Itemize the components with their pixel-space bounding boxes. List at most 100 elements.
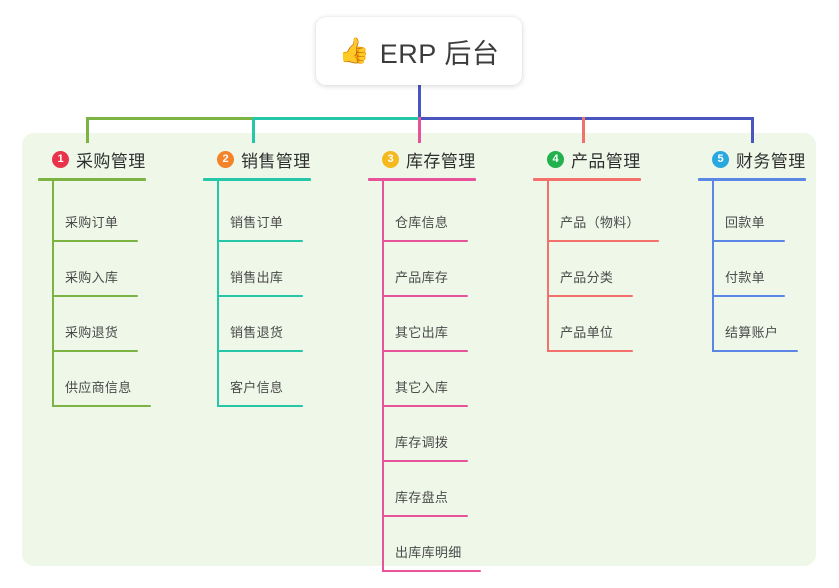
branch-item[interactable]: 其它入库 (368, 352, 516, 407)
branch-column-4: 4 产品管理产品（物料） 产品分类产品单位 (533, 146, 681, 352)
branch-item[interactable]: 付款单 (698, 242, 839, 297)
branch-item-rule (382, 295, 468, 297)
branch-spine-2 (217, 181, 219, 407)
branch-item-label: 结算账户 (725, 325, 779, 340)
branch-spine-4 (547, 181, 549, 352)
branch-item-label: 产品单位 (560, 325, 614, 340)
branch-header-3[interactable]: 3 库存管理 (368, 146, 516, 172)
branch-items-1: 采购订单采购入库采购退货供应商信息 (38, 181, 186, 407)
branch-items-5: 回款单付款单结算账户 (698, 181, 839, 352)
branch-item-label: 销售订单 (230, 215, 284, 230)
branch-item-label: 出库库明细 (395, 545, 462, 560)
branch-item[interactable]: 库存盘点 (368, 462, 516, 517)
branch-item-rule (52, 350, 138, 352)
branch-item[interactable]: 结算账户 (698, 297, 839, 352)
branch-item-rule (217, 295, 303, 297)
branch-item[interactable]: 其它出库 (368, 297, 516, 352)
branch-item-label: 其它入库 (395, 380, 449, 395)
connector-stem (418, 85, 421, 119)
branch-item-rule (382, 240, 468, 242)
branch-item[interactable]: 回款单 (698, 187, 839, 242)
branch-item[interactable]: 产品分类 (533, 242, 681, 297)
branch-item-rule (712, 350, 798, 352)
branch-item-rule (382, 350, 468, 352)
branch-item-label: 供应商信息 (65, 380, 132, 395)
branch-item[interactable]: 出库库明细 (368, 517, 516, 572)
branch-item-label: 采购订单 (65, 215, 119, 230)
branch-header-1[interactable]: 1 采购管理 (38, 146, 186, 172)
branch-item-label: 客户信息 (230, 380, 284, 395)
branch-spine-5 (712, 181, 714, 352)
branch-item-label: 产品（物料） (560, 215, 640, 230)
branch-item-label: 采购入库 (65, 270, 119, 285)
branch-item[interactable]: 销售订单 (203, 187, 351, 242)
root-node-title: ERP 后台 (379, 38, 500, 69)
branch-badge-2: 2 (217, 150, 234, 168)
branch-item-label: 销售出库 (230, 270, 284, 285)
branch-title-5: 财务管理 (736, 151, 806, 171)
branch-item-label: 库存调拨 (395, 435, 449, 450)
branch-item-rule (52, 405, 151, 407)
branch-header-rule-1 (38, 178, 146, 181)
branch-title-3: 库存管理 (406, 151, 476, 171)
connector-drop-inventory (418, 117, 421, 143)
branch-badge-4: 4 (547, 150, 564, 168)
branch-item[interactable]: 产品库存 (368, 242, 516, 297)
branch-item-label: 销售退货 (230, 325, 284, 340)
branch-item-label: 产品库存 (395, 270, 449, 285)
branch-item-rule (382, 570, 481, 572)
branch-item-rule (52, 295, 138, 297)
branch-spine-1 (52, 181, 54, 407)
diagram-panel (22, 133, 816, 566)
branch-item[interactable]: 客户信息 (203, 352, 351, 407)
branch-item[interactable]: 产品单位 (533, 297, 681, 352)
branch-column-2: 2 销售管理销售订单销售出库销售退货客户信息 (203, 146, 351, 407)
branch-item[interactable]: 销售出库 (203, 242, 351, 297)
branch-spine-3 (382, 181, 384, 572)
connector-drop-purchase (86, 117, 89, 143)
branch-item-rule (52, 240, 138, 242)
connector-bus-indigo (418, 117, 753, 120)
branch-item[interactable]: 仓库信息 (368, 187, 516, 242)
branch-title-4: 产品管理 (571, 151, 641, 171)
branch-item-rule (217, 350, 303, 352)
branch-column-1: 1 采购管理采购订单采购入库采购退货供应商信息 (38, 146, 186, 407)
branch-item[interactable]: 采购订单 (38, 187, 186, 242)
branch-item[interactable]: 采购入库 (38, 242, 186, 297)
branch-item[interactable]: 供应商信息 (38, 352, 186, 407)
connector-drop-sales (252, 117, 255, 143)
branch-item-label: 采购退货 (65, 325, 119, 340)
branch-items-2: 销售订单销售出库销售退货客户信息 (203, 181, 351, 407)
branch-item[interactable]: 产品（物料） (533, 187, 681, 242)
branch-item-label: 产品分类 (560, 270, 614, 285)
branch-header-4[interactable]: 4 产品管理 (533, 146, 681, 172)
branch-title-1: 采购管理 (76, 151, 146, 171)
branch-item[interactable]: 库存调拨 (368, 407, 516, 462)
branch-item[interactable]: 采购退货 (38, 297, 186, 352)
branch-header-rule-5 (698, 178, 806, 181)
root-node-card[interactable]: 👍 ERP 后台 (316, 17, 522, 85)
branch-item-rule (382, 460, 468, 462)
branch-badge-5: 5 (712, 150, 729, 168)
branch-items-3: 仓库信息产品库存其它出库其它入库库存调拨库存盘点出库库明细 (368, 181, 516, 572)
branch-item-rule (547, 240, 659, 242)
branch-item-label: 付款单 (725, 270, 765, 285)
root-node-inner: 👍 ERP 后台 (339, 32, 500, 71)
branch-item-rule (217, 405, 303, 407)
branch-title-2: 销售管理 (241, 151, 311, 171)
branch-item-rule (712, 295, 785, 297)
branch-item-label: 回款单 (725, 215, 765, 230)
branch-item-label: 仓库信息 (395, 215, 449, 230)
branch-badge-3: 3 (382, 150, 399, 168)
branch-badge-1: 1 (52, 150, 69, 168)
branch-item[interactable]: 销售退货 (203, 297, 351, 352)
branch-header-rule-3 (368, 178, 476, 181)
branch-header-rule-4 (533, 178, 641, 181)
branch-header-5[interactable]: 5 财务管理 (698, 146, 839, 172)
branch-item-label: 其它出库 (395, 325, 449, 340)
branch-item-rule (547, 295, 633, 297)
branch-item-rule (382, 515, 468, 517)
connector-drop-finance (751, 117, 754, 143)
branch-header-2[interactable]: 2 销售管理 (203, 146, 351, 172)
